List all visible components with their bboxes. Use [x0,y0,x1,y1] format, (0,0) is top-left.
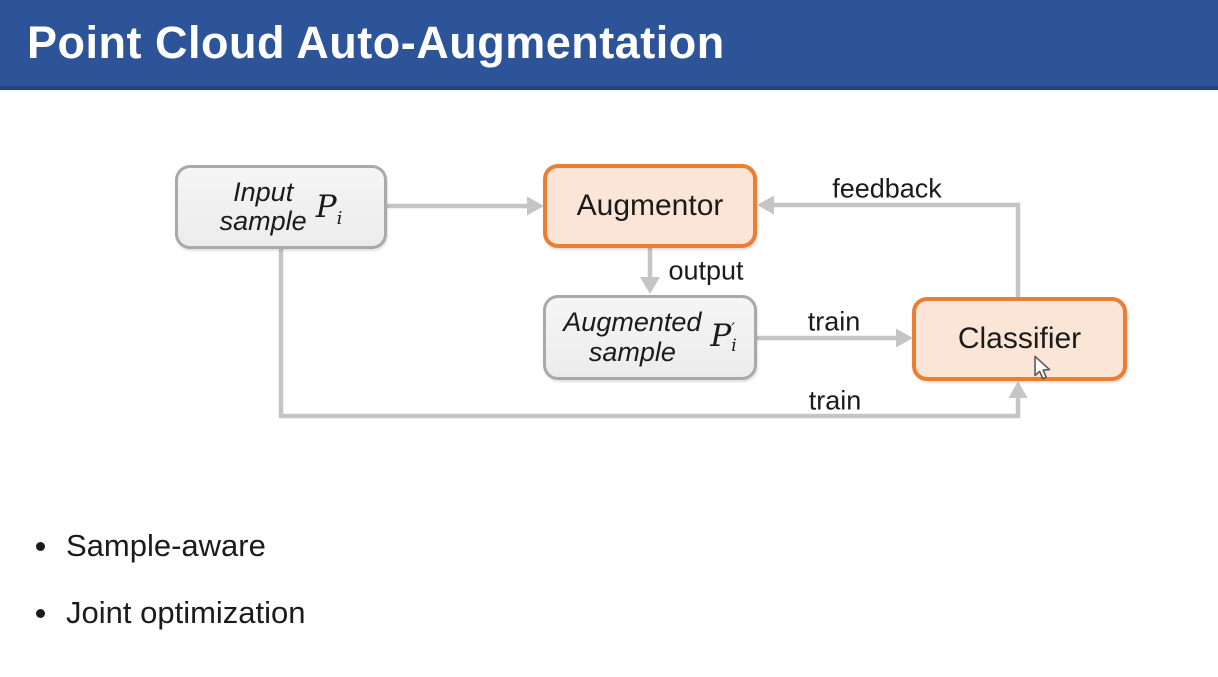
node-augmentor: Augmentor [543,164,757,248]
node-classifier: Classifier [912,297,1127,381]
bullet-text: Joint optimization [66,595,306,630]
augmented-sample-symbol: P ′ i [710,318,737,356]
edge-label-train-mid: train [807,306,861,337]
bullet-dot [36,608,45,618]
list-item: Joint optimization [36,595,306,631]
input-sample-label: Input sample [219,176,307,236]
edge-input-train-to-classifier [278,248,1028,419]
node-input-sample: Input sample P i [175,165,387,249]
edge-input-to-augmentor [387,196,544,216]
edge-classifier-feedback-to-augmentor [757,195,1021,299]
edge-augmented-train-to-classifier [757,328,913,348]
edge-augmentor-output-to-augmented [640,248,660,294]
mouse-cursor-icon [1034,355,1051,380]
slide-header: Point Cloud Auto-Augmentation [0,0,1218,90]
edge-label-feedback: feedback [832,173,942,204]
page-title: Point Cloud Auto-Augmentation [27,17,725,68]
node-augmented-sample: Augmented sample P ′ i [543,295,757,380]
augmentor-label: Augmentor [576,189,724,222]
bullet-text: Sample-aware [66,528,266,563]
input-sample-symbol: P i [315,188,343,229]
augmented-sample-label: Augmented sample [563,307,702,367]
classifier-label: Classifier [957,322,1082,355]
edge-label-output: output [668,255,744,286]
list-item: Sample-aware [36,528,306,564]
bullet-dot [36,541,45,551]
bullet-list: Sample-aware Joint optimization [36,528,306,662]
edge-label-train-bottom: train [808,385,862,416]
